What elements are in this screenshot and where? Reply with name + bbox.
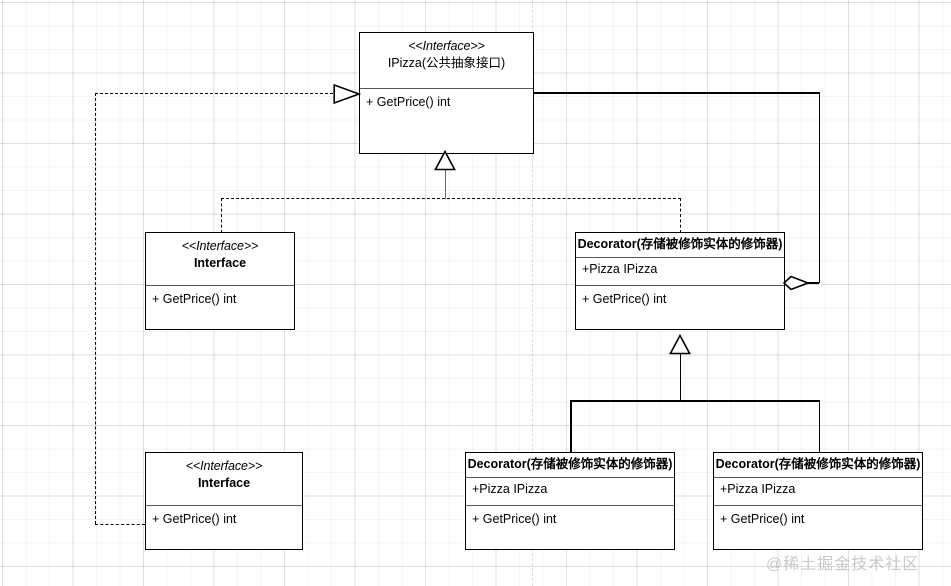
class-attributes-compartment: +Pizza IPizza [714,478,922,506]
class-title-compartment: Decorator(存储被修饰实体的修饰器) [714,453,922,478]
class-title-compartment: <<Interface>> Interface [146,453,302,506]
class-name: Decorator(存储被修饰实体的修饰器) [577,237,783,251]
class-attributes-compartment: +Pizza IPizza [576,258,784,286]
class-name: Decorator(存储被修饰实体的修饰器) [715,457,921,471]
class-operation: + GetPrice() int [472,512,557,526]
class-name: Decorator(存储被修饰实体的修饰器) [467,457,673,471]
realization-stem-to-ipizza [444,168,447,199]
class-operations-compartment: + GetPrice() int [714,506,922,526]
class-box-interface-mid[interactable]: <<Interface>> Interface + GetPrice() int [145,232,295,330]
class-operations-compartment: + GetPrice() int [576,286,784,306]
class-attributes-compartment: +Pizza IPizza [466,478,674,506]
class-attribute: +Pizza IPizza [582,262,658,276]
class-box-ipizza[interactable]: <<Interface>> IPizza(公共抽象接口) + GetPrice(… [359,32,534,154]
realization-bus-horizontal [221,198,681,199]
class-operations-compartment: + GetPrice() int [146,286,294,306]
class-stereotype: <<Interface>> [185,459,263,473]
page-break-guide [532,0,533,586]
class-box-interface-bottom[interactable]: <<Interface>> Interface + GetPrice() int [145,452,303,550]
class-stereotype: <<Interface>> [408,39,485,53]
class-stereotype: <<Interface>> [181,239,259,253]
class-name: Interface [197,475,251,490]
class-name: IPizza(公共抽象接口) [387,55,506,70]
class-operations-compartment: + GetPrice() int [360,89,533,109]
class-box-decorator-mid[interactable]: Decorator(存储被修饰实体的修饰器) +Pizza IPizza + G… [575,232,785,330]
realization-branch-to-mid-decorator [680,198,681,233]
generalization-arrowhead-decorator-icon [669,333,691,360]
realization-bottom-line-bottom [95,524,145,525]
aggregation-line-top [534,92,820,94]
class-title-compartment: <<Interface>> IPizza(公共抽象接口) [360,33,533,89]
realization-branch-to-mid-interface [221,198,222,233]
aggregation-line-right [818,92,821,283]
class-operations-compartment: + GetPrice() int [146,506,302,526]
generalization-stem-to-decorator [679,353,682,401]
generalization-branch-bottom-right [818,400,821,452]
class-title-compartment: <<Interface>> Interface [146,233,294,286]
class-operation: + GetPrice() int [152,512,237,526]
watermark-text: @稀土掘金技术社区 [766,556,920,573]
class-title-compartment: Decorator(存储被修饰实体的修饰器) [466,453,674,478]
class-box-decorator-bottom-left[interactable]: Decorator(存储被修饰实体的修饰器) +Pizza IPizza + G… [465,452,675,550]
realization-arrowhead-left-icon [333,83,362,110]
class-operation: + GetPrice() int [720,512,805,526]
aggregation-diamond-icon [782,272,811,299]
generalization-bus-horizontal [570,400,820,402]
class-operation: + GetPrice() int [366,95,451,109]
class-operation: + GetPrice() int [582,292,667,306]
generalization-branch-bottom-left [570,400,572,452]
class-operation: + GetPrice() int [152,292,237,306]
class-attribute: +Pizza IPizza [720,482,796,496]
class-operations-compartment: + GetPrice() int [466,506,674,526]
class-box-decorator-bottom-right[interactable]: Decorator(存储被修饰实体的修饰器) +Pizza IPizza + G… [713,452,923,550]
realization-arrowhead-ipizza-icon [434,149,456,176]
class-attribute: +Pizza IPizza [472,482,548,496]
class-title-compartment: Decorator(存储被修饰实体的修饰器) [576,233,784,258]
realization-bottom-line-left [95,93,96,524]
realization-bottom-line-top [95,93,333,94]
class-name: Interface [193,255,247,270]
